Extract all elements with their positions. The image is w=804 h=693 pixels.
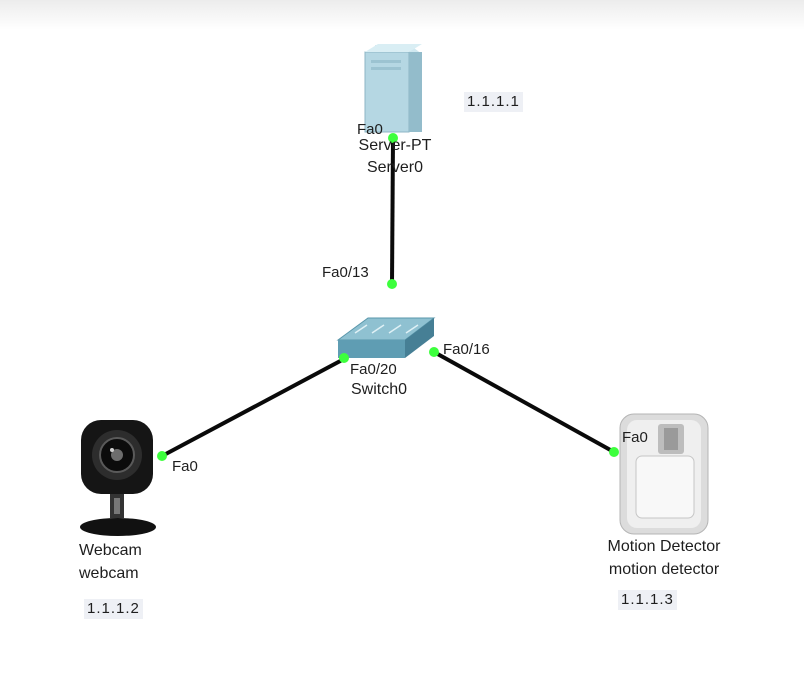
- top-shade: [0, 0, 804, 30]
- switch-name-label: Switch0: [351, 381, 408, 398]
- link-switch-webcam[interactable]: [161, 357, 345, 458]
- port-dot-switch-fa0-16: [429, 347, 439, 357]
- links: [161, 137, 615, 458]
- webcam-icon[interactable]: [80, 420, 156, 536]
- motion-port-label: Fa0: [622, 429, 648, 446]
- link-server-switch[interactable]: [390, 137, 395, 285]
- webcam-ip-label: 1.1.1.2: [84, 599, 143, 619]
- server-name-label: Server0: [366, 159, 424, 176]
- server-port-label: Fa0: [357, 121, 383, 138]
- motion-detector-icon[interactable]: [619, 413, 709, 535]
- motion-model-label: Motion Detector: [607, 538, 721, 555]
- server-icon[interactable]: [364, 44, 422, 133]
- link-switch-motion[interactable]: [433, 350, 615, 454]
- switch-port-to-server: Fa0/13: [322, 264, 369, 281]
- server-ip-label: 1.1.1.1: [464, 92, 523, 112]
- motion-ip-label: 1.1.1.3: [618, 590, 677, 610]
- webcam-model-label: Webcam: [79, 542, 142, 559]
- motion-name-label: motion detector: [608, 561, 720, 578]
- port-dot-motion: [609, 447, 619, 457]
- port-dots: [157, 133, 619, 461]
- port-dot-switch-fa0-20: [339, 353, 349, 363]
- webcam-name-label: webcam: [79, 565, 139, 582]
- port-dot-webcam: [157, 451, 167, 461]
- server-model-label: Server-PT: [358, 137, 432, 154]
- switch-port-to-webcam: Fa0/20: [350, 361, 397, 378]
- webcam-port-label: Fa0: [172, 458, 198, 475]
- port-dot-switch-fa0-13: [387, 279, 397, 289]
- switch-icon[interactable]: [336, 317, 436, 358]
- switch-port-to-motion: Fa0/16: [443, 341, 490, 358]
- port-dot-server: [388, 133, 398, 143]
